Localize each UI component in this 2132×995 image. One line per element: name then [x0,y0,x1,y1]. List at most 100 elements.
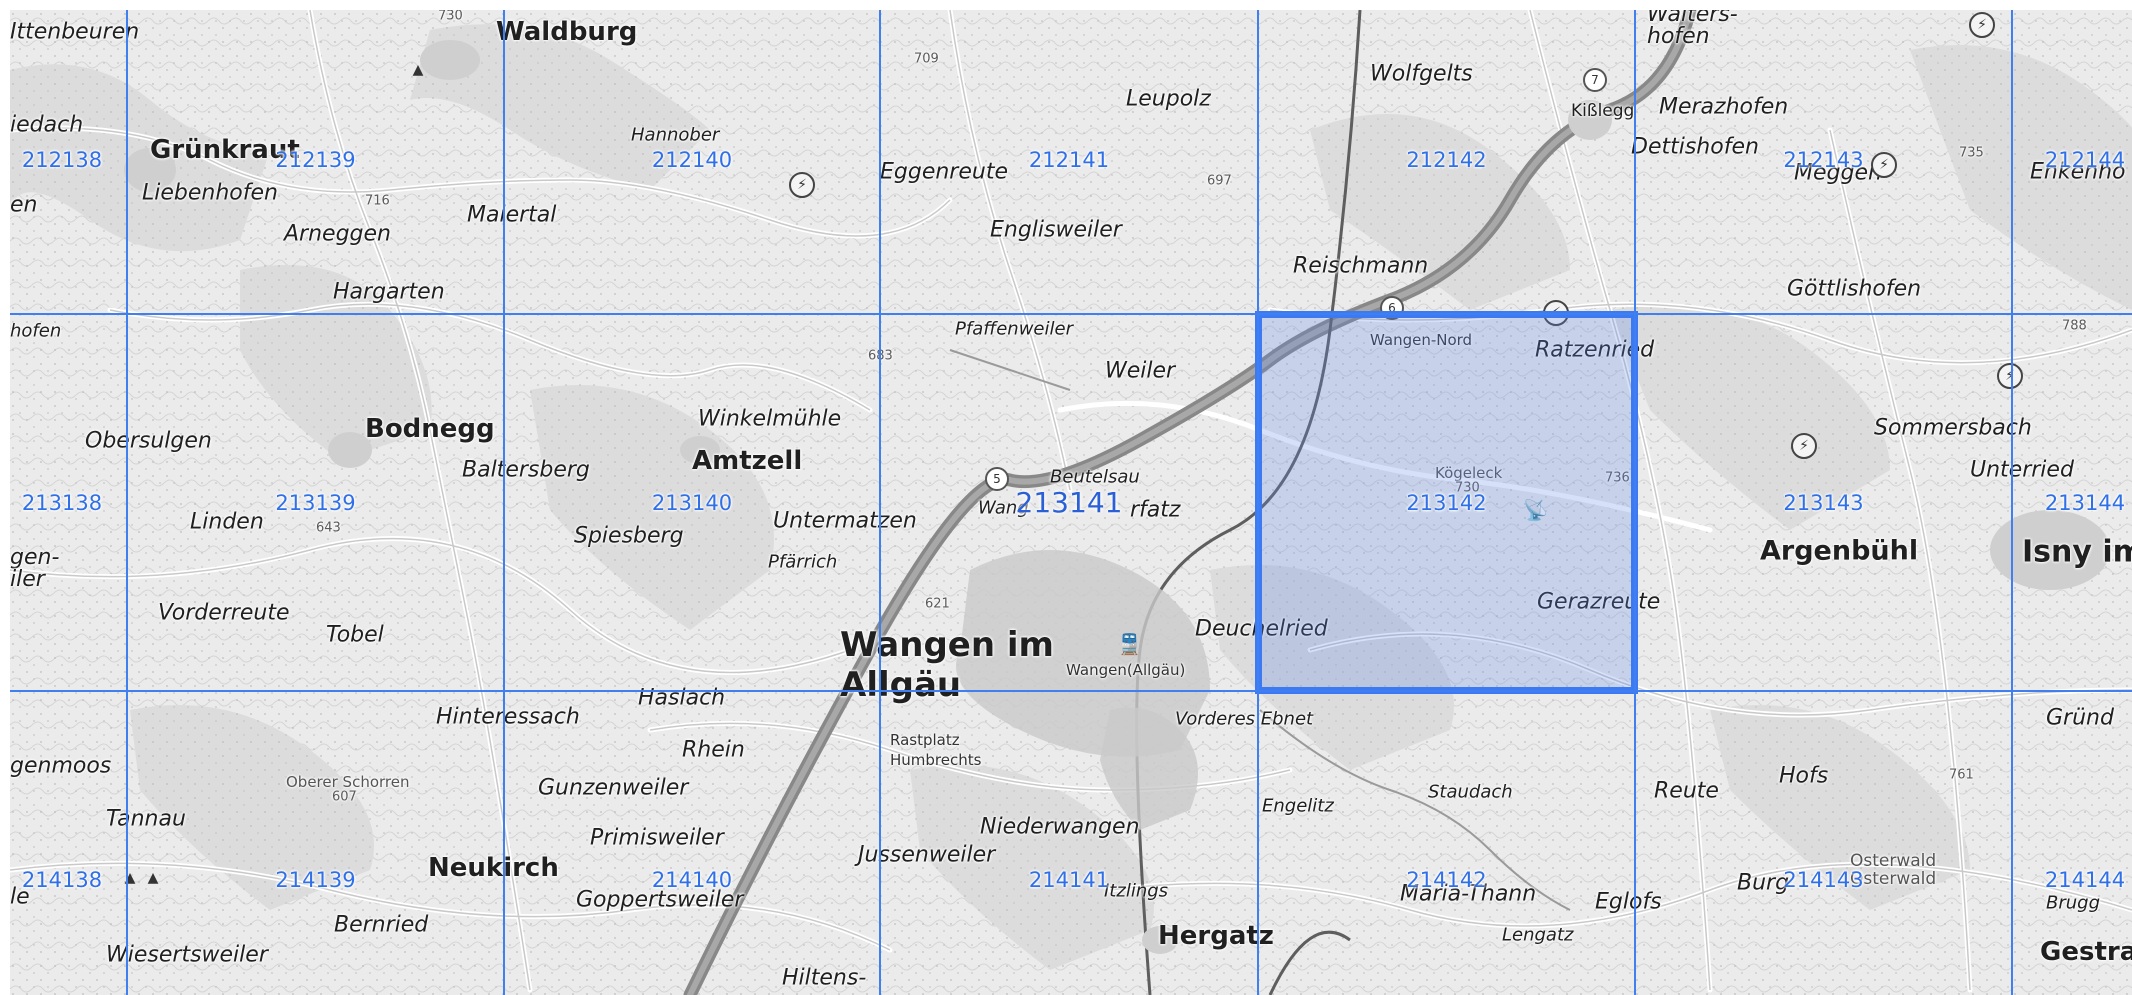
place-brugg: Brugg [2046,892,2101,914]
place-maiertal: Maiertal [467,202,557,228]
wind-turbine-icon: ⚡ [1791,433,1817,459]
elevation-697: 697 [1207,173,1232,189]
place-leupolz: Leupolz [1126,86,1211,112]
place-tannau: Tannau [106,806,186,832]
tile-label-213144[interactable]: 213144 [2044,490,2126,515]
place-winkelmuehle: Winkelmühle [698,406,842,432]
tile-label-212139[interactable]: 212139 [275,148,356,172]
tile-label-213138[interactable]: 213138 [21,490,103,515]
elevation-607: 607 [332,789,357,805]
tile-label-212140[interactable]: 212140 [651,148,733,172]
place-bodnegg: Bodnegg [365,414,495,444]
basemap [10,10,2132,995]
tile-label-214138[interactable]: 214138 [21,867,103,892]
place-goettlishofen: Göttlishofen [1787,276,1922,302]
place-merazhofen: Merazhofen [1659,94,1789,120]
place-linden: Linden [190,509,264,535]
place-gestra: Gestra [2040,937,2132,967]
peak-icon: ▲ [124,870,136,886]
place-rhein: Rhein [682,737,745,763]
place-obersulgen: Obersulgen [85,428,212,454]
tile-label-213141[interactable]: 213141 [1015,485,1123,519]
place-itzlings: Itzlings [1104,880,1169,902]
map-canvas[interactable]: Ittenbeuren Waldburg iedach Grünkraut Li… [10,10,2132,995]
place-sommersbach: Sommersbach [1874,415,2032,441]
place-eggenreute: Eggenreute [880,159,1008,185]
place-gunzenweiler: Gunzenweiler [538,775,689,801]
place-rfatz: rfatz [1130,497,1181,523]
place-unterried: Unterried [1970,457,2074,483]
place-wiesertsweiler: Wiesertsweiler [106,942,268,968]
place-gruenkraut: Grünkraut [150,135,300,165]
place-baltersberg: Baltersberg [462,457,590,483]
place-haslach: Haslach [638,685,726,711]
elevation-683: 683 [868,348,893,364]
place-neukirch: Neukirch [428,853,559,883]
place-hargarten: Hargarten [333,279,445,305]
elevation-736: 736 [1605,470,1630,486]
place-iedach: iedach [10,112,84,138]
tile-label-213139[interactable]: 213139 [275,490,356,515]
place-engelitz: Engelitz [1262,795,1334,817]
tile-label-214140[interactable]: 214140 [651,867,733,892]
place-primisweiler: Primisweiler [590,825,724,851]
elevation-621: 621 [925,596,950,612]
elevation-716: 716 [365,193,390,209]
elevation-735: 735 [1959,145,1984,161]
place-ittenbeuren: Ittenbeuren [10,19,140,45]
tile-label-212143[interactable]: 212143 [1783,148,1864,172]
elevation-730-koegeleck: 730 [1455,480,1480,496]
tile-label-212141[interactable]: 212141 [1028,148,1110,172]
place-dettishofen: Dettishofen [1631,134,1759,160]
place-weiler: Weiler [1105,358,1176,384]
place-walters-hofen: Walters- hofen [1647,10,1738,49]
tile-label-214144[interactable]: 214144 [2044,867,2126,892]
tile-label-212138[interactable]: 212138 [21,148,103,172]
place-staudach: Staudach [1428,781,1513,803]
elevation-761: 761 [1949,767,1974,783]
place-hinteressach: Hinteressach [436,704,580,730]
peak-icon: ▲ [412,62,424,78]
place-meggen: Meggen [1794,160,1882,186]
tile-label-214143[interactable]: 214143 [1783,867,1864,892]
place-vorderes-ebnet: Vorderes Ebnet [1175,708,1314,730]
place-gruend: Gründ [2046,705,2114,731]
place-reute: Reute [1654,778,1719,804]
transmitter-icon: 📡 [1523,498,1548,522]
place-enkenho: Enkenho [2030,159,2126,185]
place-genmoos: genmoos [10,753,112,779]
place-spiesberg: Spiesberg [574,523,684,549]
place-bernried: Bernried [334,912,429,938]
tile-label-214141[interactable]: 214141 [1028,867,1110,892]
place-waldburg: Waldburg [496,17,638,47]
place-vorderreute: Vorderreute [158,600,290,626]
place-pfaerrich: Pfärrich [768,551,838,573]
tile-label-212144[interactable]: 212144 [2044,148,2126,172]
tile-label-214142[interactable]: 214142 [1406,867,1487,892]
tile-label-214139[interactable]: 214139 [275,867,356,892]
place-goppertsweiler: Goppertsweiler [576,887,744,913]
place-beutelsau: Beutelsau [1050,466,1140,488]
tile-label-213142[interactable]: 213142 [1406,490,1487,515]
place-kisslegg: Kißlegg [1571,101,1635,121]
place-hannober: Hannober [631,124,720,146]
place-wolfgelts: Wolfgelts [1370,61,1473,87]
place-jussenweiler: Jussenweiler [858,842,996,868]
place-gen-iler: gen- iler [10,545,60,592]
place-lengatz: Lengatz [1502,924,1574,946]
elevation-643: 643 [316,520,341,536]
tile-label-213143[interactable]: 213143 [1783,490,1864,515]
place-englisweiler: Englisweiler [990,217,1122,243]
wind-turbine-icon: ⚡ [789,172,815,198]
place-tobel: Tobel [326,622,384,648]
place-hofen: hofen [10,320,62,342]
tile-label-212142[interactable]: 212142 [1406,148,1487,172]
wind-turbine-icon: ⚡ [1969,12,1995,38]
place-pfaffenweiler: Pfaffenweiler [955,318,1073,340]
place-eglofs: Eglofs [1595,889,1662,915]
place-rastplatz: Rastplatz Humbrechts [890,731,982,769]
place-arneggen: Arneggen [284,221,391,247]
tile-label-213140[interactable]: 213140 [651,490,733,515]
place-wangen-im-allgaeu: Wangen im Allgäu [840,625,1054,705]
